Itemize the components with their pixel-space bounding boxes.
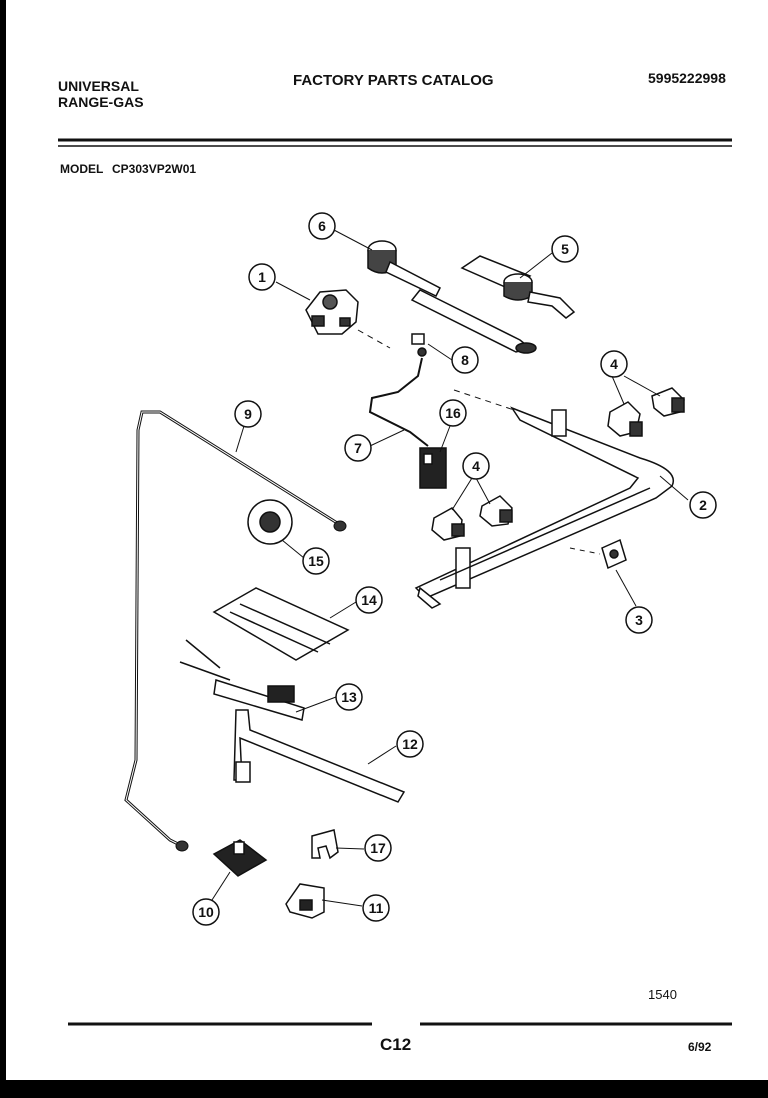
catalog-title: FACTORY PARTS CATALOG xyxy=(293,72,494,89)
part-8-clip xyxy=(411,333,427,357)
svg-text:10: 10 xyxy=(198,904,214,920)
svg-text:15: 15 xyxy=(308,553,324,569)
callout-17: 17 xyxy=(364,834,392,862)
callout-13: 13 xyxy=(335,683,363,711)
part-4-valve-upper xyxy=(607,387,685,437)
callout-7: 7 xyxy=(344,434,372,462)
part-4-valve-lower xyxy=(431,495,513,541)
callout-9: 9 xyxy=(234,400,262,428)
svg-text:12: 12 xyxy=(402,736,418,752)
part-6-burner xyxy=(367,240,537,354)
revision-date: 6/92 xyxy=(688,1040,712,1054)
svg-text:13: 13 xyxy=(341,689,357,705)
svg-text:4: 4 xyxy=(610,356,618,372)
part-2-manifold xyxy=(414,406,674,609)
svg-text:2: 2 xyxy=(699,497,707,513)
callout-10: 10 xyxy=(192,898,220,926)
callout-14: 14 xyxy=(355,586,383,614)
svg-text:17: 17 xyxy=(370,840,386,856)
svg-text:5: 5 xyxy=(561,241,569,257)
svg-text:4: 4 xyxy=(472,458,480,474)
callout-12: 12 xyxy=(396,730,424,758)
part-14-plate xyxy=(212,587,350,661)
svg-text:11: 11 xyxy=(369,900,384,916)
page-code: C12 xyxy=(380,1035,412,1054)
svg-text:1: 1 xyxy=(258,269,266,285)
callout-4-upper: 4 xyxy=(600,350,628,378)
callout-16: 16 xyxy=(439,399,467,427)
callout-4-lower: 4 xyxy=(462,452,490,480)
svg-text:16: 16 xyxy=(445,405,461,421)
part-7-tube xyxy=(368,357,429,447)
part-16-spark-module xyxy=(419,447,447,489)
catalog-number: 5995222998 xyxy=(648,70,726,86)
callout-2: 2 xyxy=(689,491,717,519)
callout-3: 3 xyxy=(625,606,653,634)
part-10-bracket xyxy=(212,839,268,877)
part-13-igniter xyxy=(179,639,305,721)
brand-line-2: RANGE-GAS xyxy=(58,94,144,110)
svg-text:6: 6 xyxy=(318,218,326,234)
figure-number: 1540 xyxy=(648,987,677,1002)
part-1-valve xyxy=(305,289,359,335)
callout-15: 15 xyxy=(302,547,330,575)
callout-5: 5 xyxy=(551,235,579,263)
leader-lines xyxy=(211,229,689,907)
part-15-nut xyxy=(247,499,293,545)
callout-8: 8 xyxy=(451,346,479,374)
callout-6: 6 xyxy=(308,212,336,240)
svg-text:9: 9 xyxy=(244,406,252,422)
part-5-burner xyxy=(460,255,576,319)
part-11-bracket xyxy=(285,883,325,919)
svg-text:14: 14 xyxy=(361,592,377,608)
brand-line-1: UNIVERSAL xyxy=(58,78,139,94)
model-label: MODEL xyxy=(60,162,104,176)
svg-text:3: 3 xyxy=(635,612,643,628)
callout-11: 11 xyxy=(362,894,390,922)
callout-1: 1 xyxy=(248,263,276,291)
part-17-clip xyxy=(311,829,339,860)
svg-text:7: 7 xyxy=(354,440,362,456)
part-3-switch xyxy=(601,538,627,570)
svg-text:8: 8 xyxy=(461,352,469,368)
model-number: CP303VP2W01 xyxy=(112,162,197,176)
part-12-oven-burner xyxy=(233,709,406,803)
